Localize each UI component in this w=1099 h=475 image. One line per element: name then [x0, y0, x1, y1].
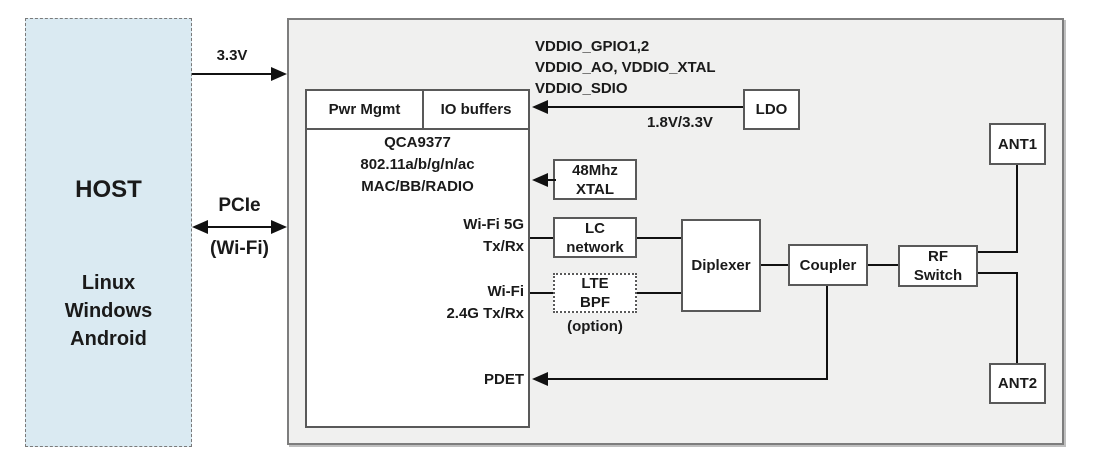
arrow-left-icon: [532, 372, 548, 386]
chip-standard-line: 802.11a/b/g/n/ac: [360, 156, 475, 173]
ldo-block: LDO: [743, 89, 800, 130]
host-os-linux: Linux: [81, 272, 136, 294]
rail-gpio: VDDIO_GPIO1,2: [535, 38, 650, 55]
port-wifi-5g: Wi-Fi 5G Tx/Rx: [463, 216, 524, 255]
arrow-left-icon: [532, 173, 548, 187]
coupler-block: Coupler: [788, 244, 868, 286]
connector-line: [546, 378, 828, 380]
vddio-rails-text: VDDIO_GPIO1,2 VDDIO_AO, VDDIO_XTAL VDDIO…: [535, 36, 716, 99]
ant2-block: ANT2: [989, 363, 1046, 404]
connector-line: [206, 226, 273, 228]
host-os-windows: Windows: [64, 300, 153, 322]
host-block: [25, 18, 192, 447]
lc-network-block: LC network: [553, 217, 637, 258]
lte-bpf-block: LTE BPF: [553, 273, 637, 313]
connector-line: [868, 264, 898, 266]
xtal-block: 48Mhz XTAL: [553, 159, 637, 200]
connector-line: [637, 292, 681, 294]
connector-line: [546, 179, 556, 181]
ant1-block: ANT1: [989, 123, 1046, 165]
connector-line: [978, 251, 1018, 253]
lte-option-note: (option): [567, 318, 623, 335]
host-os-list: Linux Windows Android: [25, 269, 192, 353]
host-title: HOST: [75, 176, 142, 203]
rail-ao-xtal: VDDIO_AO, VDDIO_XTAL: [535, 59, 716, 76]
connector-line: [546, 106, 743, 108]
supply-3v3-label: 3.3V: [216, 47, 248, 64]
diplexer-block: Diplexer: [681, 219, 761, 312]
connector-line: [1016, 165, 1018, 253]
connector-line: [1016, 272, 1018, 363]
ldo-output-label: 1.8V/3.3V: [647, 114, 713, 131]
qca9377-chip-block: Pwr Mgmt IO buffers QCA9377 802.11a/b/g/…: [305, 89, 530, 428]
connector-line: [761, 264, 788, 266]
host-os-android: Android: [70, 328, 147, 350]
chip-name-text: QCA9377 802.11a/b/g/n/ac MAC/BB/RADIO: [307, 132, 528, 198]
arrow-right-icon: [271, 220, 287, 234]
connector-line: [637, 237, 681, 239]
io-buffers-block: IO buffers: [440, 101, 512, 118]
connector-line: [826, 286, 828, 380]
pwr-mgmt-block: Pwr Mgmt: [307, 91, 424, 128]
arrow-left-icon: [532, 100, 548, 114]
arrow-right-icon: [271, 67, 287, 81]
connector-line: [530, 292, 553, 294]
pcie-bus-sublabel: (Wi-Fi): [210, 238, 269, 259]
connector-line: [978, 272, 1018, 274]
rf-switch-block: RF Switch: [898, 245, 978, 287]
rail-sdio: VDDIO_SDIO: [535, 80, 628, 97]
port-wifi-24g: Wi-Fi 2.4G Tx/Rx: [446, 283, 524, 322]
arrow-left-icon: [192, 220, 208, 234]
connector-line: [530, 237, 553, 239]
port-pdet: PDET: [483, 371, 524, 388]
chip-name-line: QCA9377: [384, 134, 451, 151]
connector-line: [192, 73, 272, 75]
chip-header-row: Pwr Mgmt IO buffers: [307, 91, 528, 130]
chip-function-line: MAC/BB/RADIO: [361, 178, 474, 195]
pcie-bus-label: PCIe: [218, 195, 261, 216]
